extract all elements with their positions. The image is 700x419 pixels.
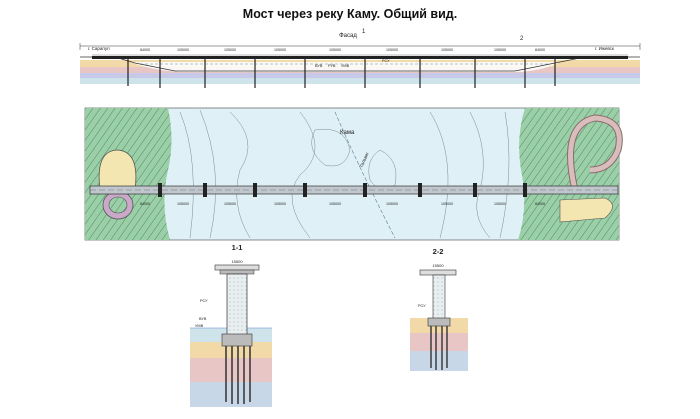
section-1-water-level: УМВ: [195, 324, 204, 328]
facade-span-label: 105000: [386, 48, 398, 52]
section-1-water-level: ВУВ: [199, 317, 207, 321]
facade-elevation: Фасад 1 2 г. Сарапул г. Ижевск 84000 105…: [79, 29, 641, 88]
section-2-water-level: РСУ: [418, 304, 426, 308]
water-level-label: УМВ: [341, 64, 350, 68]
thalweg-label: Тальвег: [358, 151, 370, 168]
water-level-label: РУВ: [328, 64, 336, 68]
plan-span-label: 84000: [535, 202, 545, 206]
section-1-deck-width: 15500: [231, 259, 243, 264]
section-2-label: 2-2: [433, 247, 444, 256]
facade-span-label: 105000: [329, 48, 341, 52]
facade-span-label: 84000: [140, 48, 150, 52]
facade-span-label: 105000: [274, 48, 286, 52]
section-1-label: 1-1: [232, 243, 243, 252]
plan-span-label: 105000: [177, 202, 189, 206]
water-level-label: ВУВ: [315, 64, 323, 68]
facade-label: Фасад: [339, 33, 357, 39]
plan-span-label: 105000: [441, 202, 453, 206]
bank-right-label: г. Ижевск: [595, 46, 614, 51]
plan-span-label: 105000: [386, 202, 398, 206]
facade-span-label: 105000: [494, 48, 506, 52]
facade-span-label: 84000: [535, 48, 545, 52]
section-1-water-level: РСУ: [200, 299, 208, 303]
section-mark-2-top: 2: [520, 36, 524, 42]
plan-span-label: 105000: [494, 202, 506, 206]
right-ramp-loop: [559, 114, 623, 223]
section-mark-1-top: 1: [362, 29, 366, 35]
section-2-2: 2-2 15500 РСУ: [410, 247, 468, 371]
plan-span-label: 105000: [329, 202, 341, 206]
plan-span-label: 105000: [224, 202, 236, 206]
water-level-label: РСУ: [382, 59, 390, 63]
plan-span-label: 84000: [140, 202, 150, 206]
bank-left-label: г. Сарапул: [88, 46, 110, 51]
section-2-deck-width: 15500: [432, 263, 444, 268]
plan-view: Кама Тальвег 84000 105000 105000 105000 …: [84, 107, 623, 241]
left-ramp-loop: [98, 149, 137, 220]
facade-span-label: 105000: [177, 48, 189, 52]
facade-span-label: 105000: [441, 48, 453, 52]
section-1-1: 1-1 15500 РСУ ВУВ УМВ: [190, 243, 272, 407]
river-label: Кама: [340, 130, 355, 136]
drawing-title: Мост через реку Каму. Общий вид.: [242, 7, 458, 21]
plan-span-label: 105000: [274, 202, 286, 206]
facade-span-label: 105000: [224, 48, 236, 52]
